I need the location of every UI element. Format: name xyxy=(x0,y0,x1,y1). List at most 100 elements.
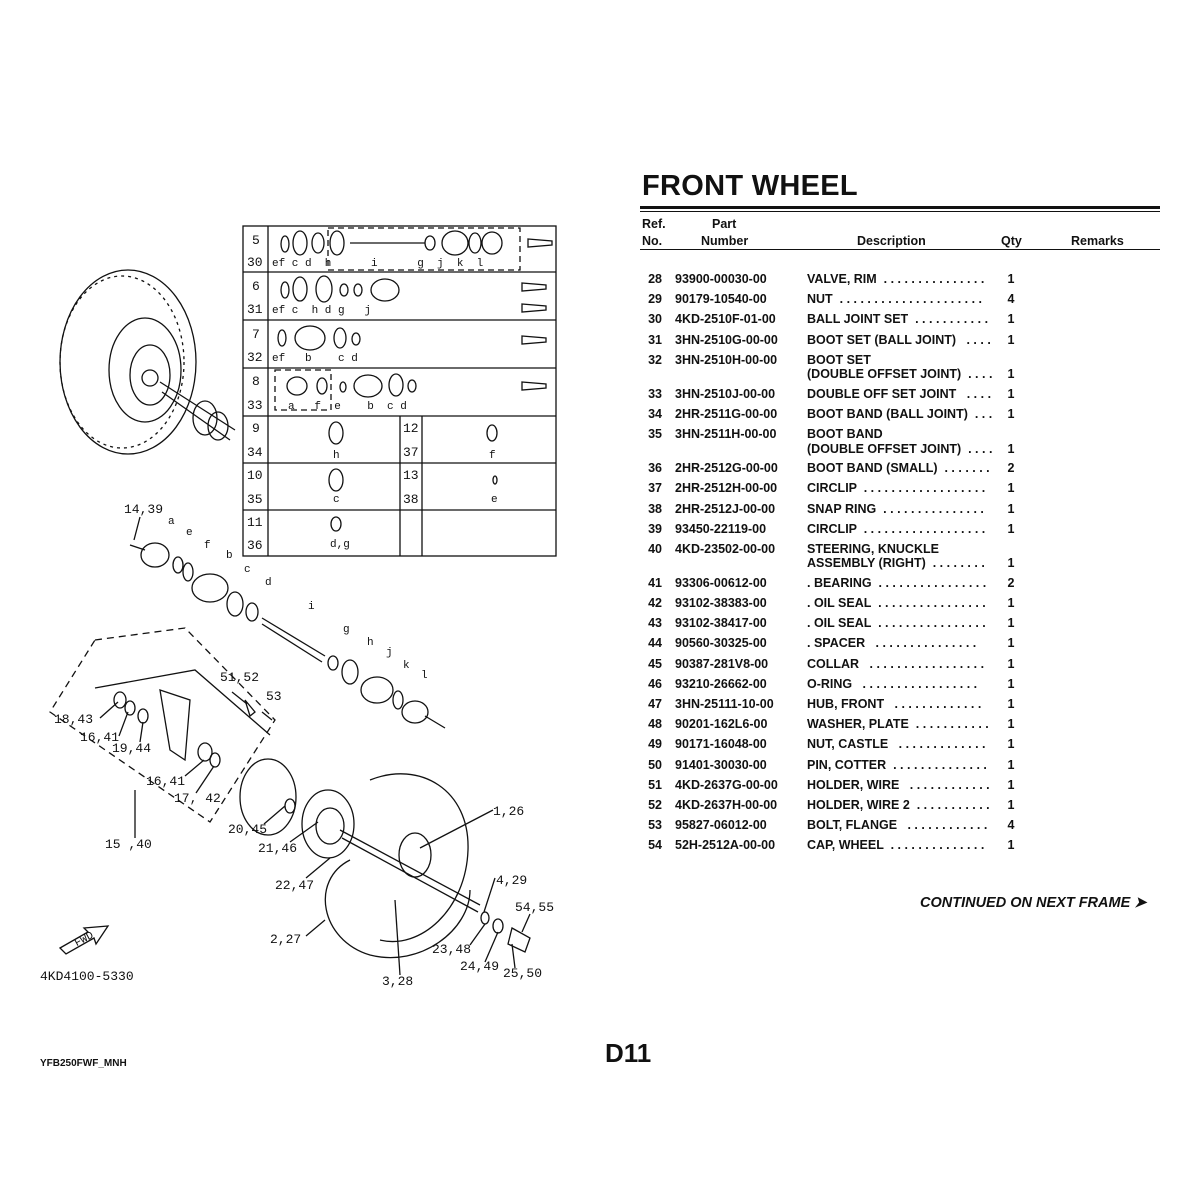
kit-set-table: 5 30 ef c d h i g j k l 6 31 ef c h d g … xyxy=(242,225,557,557)
part-description: NUT . . . . . . . . . . . . . . . . . . … xyxy=(807,292,983,307)
page-title: FRONT WHEEL xyxy=(642,170,858,202)
part-qty: 1 xyxy=(1007,616,1015,631)
callout-51-52: 51,52 xyxy=(220,670,259,685)
set-ref-top-10: 10 xyxy=(247,468,263,483)
part-qty: 1 xyxy=(1007,656,1015,671)
part-ref-no: 32 xyxy=(648,352,662,367)
part-ref-no: 42 xyxy=(648,596,662,611)
callout-24-49: 24,49 xyxy=(460,959,499,974)
part-qty: 1 xyxy=(1007,406,1015,421)
knuckle-assembly xyxy=(49,627,276,823)
drawing-code: 4KD4100-5330 xyxy=(40,969,134,984)
part-number: 90171-16048-00 xyxy=(675,737,767,752)
callout-22-47: 22,47 xyxy=(275,878,314,893)
page-number: D11 xyxy=(605,1038,652,1068)
part-qty: 1 xyxy=(1007,737,1015,752)
part-description: BOOT BAND (SMALL) . . . . . . . xyxy=(807,461,990,476)
set-ref-bottom-33: 33 xyxy=(247,398,263,413)
callout-f: f xyxy=(204,540,211,552)
set-letters-row4: a f e b c d xyxy=(288,401,407,413)
callout-4-29: 4,29 xyxy=(496,873,527,888)
part-number: 95827-06012-00 xyxy=(675,818,767,833)
part-qty: 1 xyxy=(1007,556,1015,571)
callout-17-42: 17, 42 xyxy=(174,791,221,806)
part-number: 93210-26662-00 xyxy=(675,676,767,691)
part-description: . SPACER . . . . . . . . . . . . . . . xyxy=(807,636,977,651)
set-cell-letter-dg: d,g xyxy=(330,539,350,551)
part-ref-no: 36 xyxy=(648,461,662,476)
set-ref-top-8: 8 xyxy=(252,374,260,389)
callout-2-27: 2,27 xyxy=(270,932,301,947)
part-number: 93450-22119-00 xyxy=(675,521,767,536)
col-qty: Qty xyxy=(1001,234,1022,248)
col-ref-line2: No. xyxy=(642,234,663,248)
set-ref-bottom-32: 32 xyxy=(247,350,263,365)
fwd-arrow-icon: FWD xyxy=(58,925,110,955)
set-cell-letter-h: h xyxy=(333,450,340,462)
hub-wheel-parts xyxy=(239,758,531,959)
part-description: STEERING, KNUCKLE ASSEMBLY (RIGHT) . . .… xyxy=(807,541,985,571)
callout-1-26: 1,26 xyxy=(493,804,524,819)
part-qty: 1 xyxy=(1007,636,1015,651)
callout-l: l xyxy=(421,670,428,682)
set-ref-top-7: 7 xyxy=(252,327,260,342)
part-qty: 1 xyxy=(1007,272,1015,286)
part-description: BOOT BAND (DOUBLE OFFSET JOINT) . . . . xyxy=(807,427,993,456)
part-qty: 1 xyxy=(1007,367,1015,382)
callout-21-46: 21,46 xyxy=(258,841,297,856)
callout-16-41-b: 16,41 xyxy=(146,774,185,789)
exploded-diagram: 5 30 ef c d h i g j k l 6 31 ef c h d g … xyxy=(40,225,557,989)
set-cell-letter-e: e xyxy=(491,494,498,506)
callout-16-41-a: 16,41 xyxy=(80,730,119,745)
set-ref-top-9: 9 xyxy=(252,421,260,436)
part-ref-no: 44 xyxy=(648,636,662,651)
callout-19-44: 19,44 xyxy=(112,741,151,756)
part-number: 3HN-2510J-00-00 xyxy=(675,386,776,401)
part-number: 93102-38383-00 xyxy=(675,596,767,611)
part-ref-no: 45 xyxy=(648,656,662,671)
part-description: BOOT SET (BALL JOINT) . . . . xyxy=(807,332,991,347)
part-ref-no: 28 xyxy=(648,272,662,286)
part-ref-no: 37 xyxy=(648,481,662,496)
part-ref-no: 38 xyxy=(648,501,662,516)
part-description: WASHER, PLATE . . . . . . . . . . . xyxy=(807,717,989,732)
part-ref-no: 49 xyxy=(648,737,662,752)
part-qty: 1 xyxy=(1007,441,1015,456)
part-description: COLLAR . . . . . . . . . . . . . . . . . xyxy=(807,656,985,671)
part-number: 91401-30030-00 xyxy=(675,757,767,772)
callout-3-28: 3,28 xyxy=(382,974,413,989)
callout-a: a xyxy=(168,516,175,528)
part-number: 3HN-25111-10-00 xyxy=(675,697,774,711)
callout-e: e xyxy=(186,527,193,539)
part-qty: 1 xyxy=(1007,481,1015,496)
title-rule xyxy=(640,206,1160,209)
part-qty: 1 xyxy=(1007,332,1015,347)
callout-j: j xyxy=(386,647,393,659)
part-ref-no: 52 xyxy=(648,797,662,812)
set-ref-top-6: 6 xyxy=(252,279,260,294)
part-ref-no: 33 xyxy=(648,386,662,401)
part-description: VALVE, RIM . . . . . . . . . . . . . . . xyxy=(807,272,985,286)
part-number: 93102-38417-00 xyxy=(675,616,767,631)
part-description: . OIL SEAL . . . . . . . . . . . . . . .… xyxy=(807,616,986,631)
part-description: BALL JOINT SET . . . . . . . . . . . xyxy=(807,312,989,327)
part-number: 4KD-2637G-00-00 xyxy=(675,777,778,792)
part-description: HOLDER, WIRE . . . . . . . . . . . . xyxy=(807,777,990,792)
leader-lines xyxy=(99,516,531,976)
part-description: BOLT, FLANGE . . . . . . . . . . . . xyxy=(807,818,988,833)
